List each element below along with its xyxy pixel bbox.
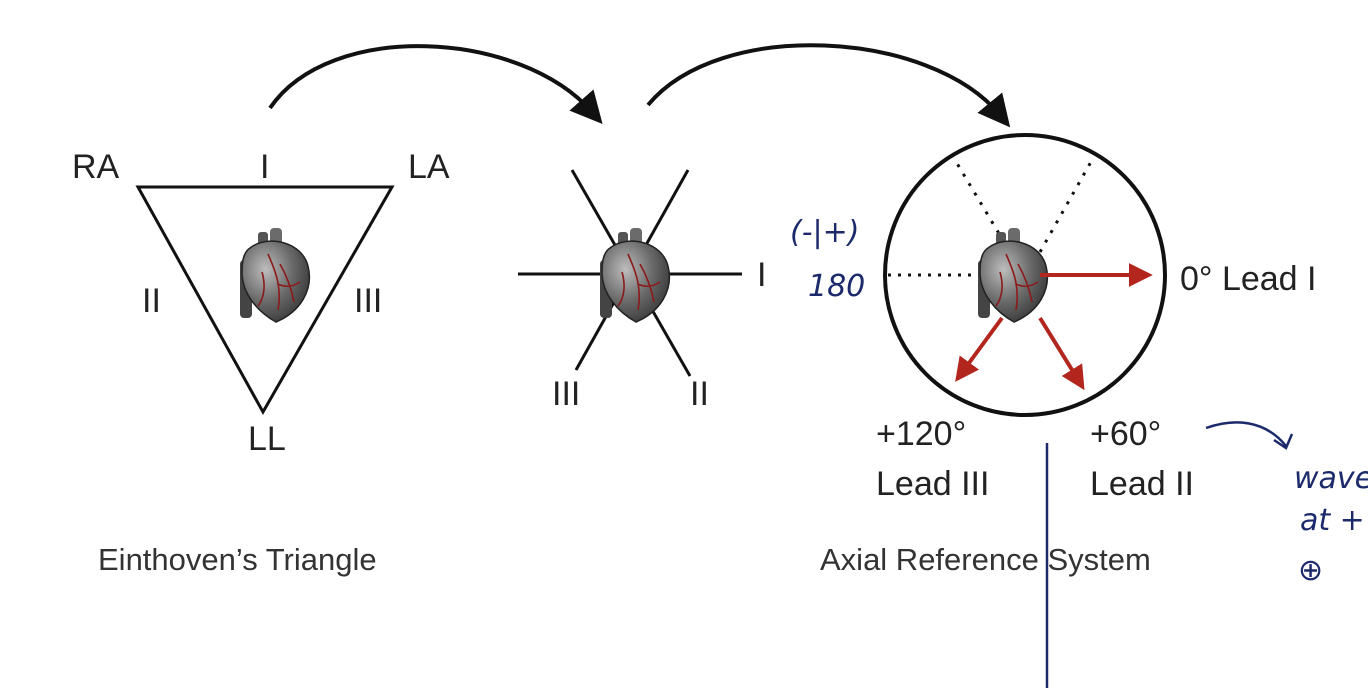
label-side-i: I [260,148,269,186]
note-at: at + [1300,503,1365,538]
label-lead-iii-name: Lead III [876,465,989,503]
axial-reference-system: 0° Lead I +120° Lead III +60° Lead II Ax… [820,133,1316,577]
heart-icon [239,227,311,323]
label-lead-0: 0° Lead I [1180,260,1316,298]
curved-arrow-icon [268,44,603,125]
heart-icon [977,227,1049,323]
label-ll: LL [248,420,286,458]
label-120-deg: +120° [876,415,966,453]
curved-arrow-icon [646,43,1011,128]
pen-arrow-icon [1205,421,1287,447]
note-180: 180 [808,269,865,304]
axial-caption: Axial Reference System [820,542,1151,577]
triangle-caption: Einthoven’s Triangle [98,542,377,577]
heart-icon [599,227,671,323]
label-side-ii: II [142,282,161,320]
label-lead-i: I [757,256,766,294]
label-lead-ii: II [690,375,709,413]
handwritten-annotations: (-|+) 180 wave at + ⊕ [790,215,1368,688]
label-ra: RA [72,148,120,186]
note-plus-circle: ⊕ [1298,553,1323,588]
einthoven-triangle: RA I LA II III LL Einthoven’s Triangle [72,148,450,577]
label-lead-ii-name: Lead II [1090,465,1194,503]
note-wave: wave [1294,461,1368,496]
label-side-iii: III [354,282,382,320]
note-180-sign: (-|+) [790,215,859,250]
label-la: LA [408,148,450,186]
hexaxial-leads: I III II [518,169,766,413]
label-lead-iii: III [552,375,580,413]
label-60-deg: +60° [1090,415,1161,453]
